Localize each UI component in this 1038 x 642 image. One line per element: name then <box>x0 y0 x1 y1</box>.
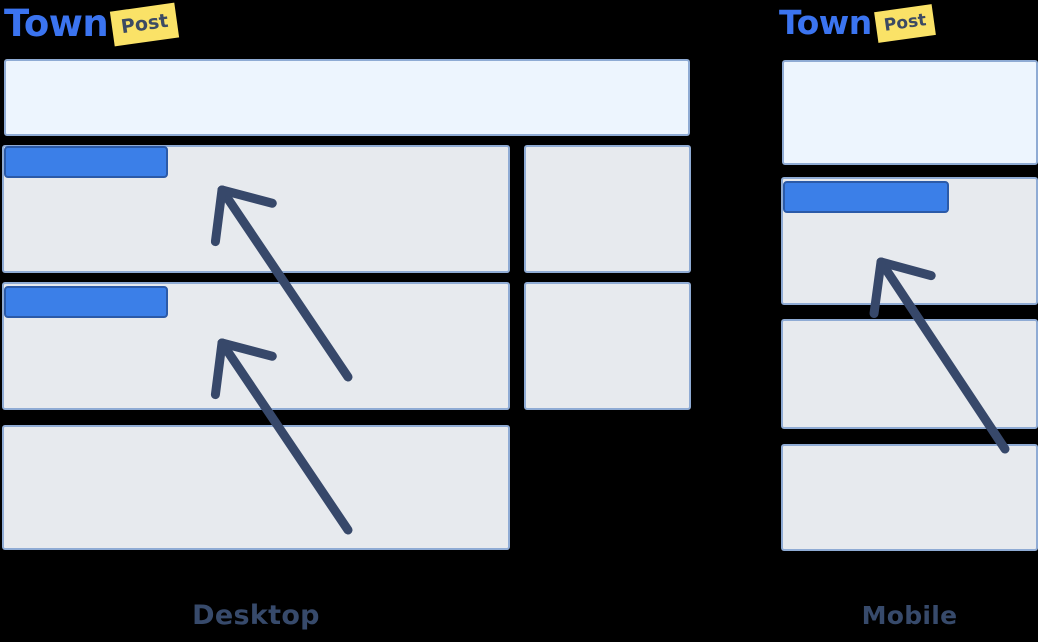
caption-desktop: Desktop <box>192 600 320 631</box>
desktop-header-banner <box>4 59 690 136</box>
desktop-sidebar-card-middle <box>524 282 691 410</box>
mobile-card-three <box>781 444 1038 551</box>
logo-tag-post: Post <box>873 3 937 43</box>
caption-mobile: Mobile <box>861 601 958 630</box>
desktop-headline-bar-middle <box>4 286 168 318</box>
desktop-headline-bar-top <box>4 146 168 178</box>
logo-tag-post: Post <box>110 2 180 46</box>
mobile-header-banner <box>782 60 1038 165</box>
logo-wordmark-town: Town <box>779 3 872 42</box>
desktop-logo: Town Post <box>4 2 180 46</box>
mobile-logo: Town Post <box>779 3 937 43</box>
mobile-card-two <box>781 319 1038 429</box>
desktop-main-card-bottom <box>2 425 510 550</box>
mobile-headline-bar <box>783 181 949 213</box>
logo-wordmark-town: Town <box>4 2 109 45</box>
desktop-sidebar-card-top <box>524 145 691 273</box>
